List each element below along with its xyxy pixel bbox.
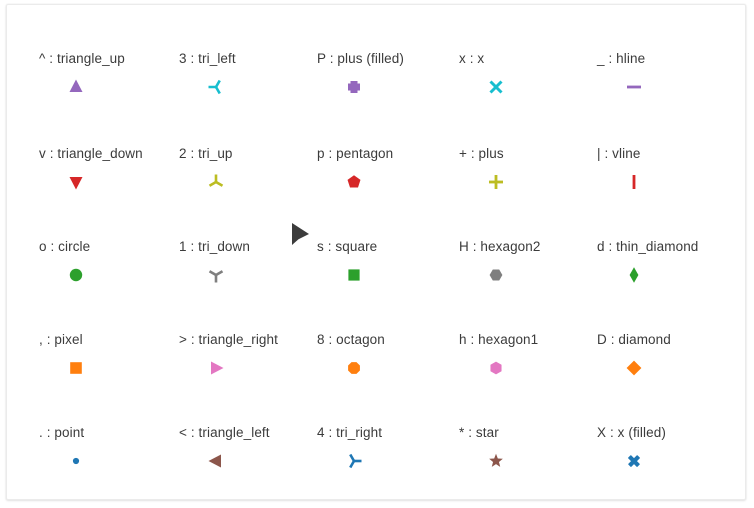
marker-glyph-pentagon-icon xyxy=(317,167,467,197)
marker-label: D : diamond xyxy=(597,332,671,347)
marker-cell-circle: o : circle xyxy=(39,239,189,290)
marker-grid: ^ : triangle_up 3 : tri_left P : plus (fil… xyxy=(7,5,745,499)
marker-glyph-triangle-right-icon xyxy=(179,353,329,383)
marker-label: _ : hline xyxy=(597,51,646,66)
marker-glyph-tri-up-icon xyxy=(179,167,329,197)
marker-label: v : triangle_down xyxy=(39,146,143,161)
marker-cell-octagon: 8 : octagon xyxy=(317,332,467,383)
marker-glyph-square-icon xyxy=(317,260,467,290)
marker-cell-triangle-left: < : triangle_left xyxy=(179,425,329,476)
marker-label: 3 : tri_left xyxy=(179,51,236,66)
marker-glyph-tri-right-icon xyxy=(317,446,467,476)
marker-cell-hexagon1: h : hexagon1 xyxy=(459,332,609,383)
marker-cell-star: * : star xyxy=(459,425,609,476)
marker-cell-plus: + : plus xyxy=(459,146,609,197)
marker-label: + : plus xyxy=(459,146,504,161)
marker-cell-plus-filled-: P : plus (filled) xyxy=(317,51,467,102)
marker-glyph-triangle-down-icon xyxy=(39,167,189,197)
marker-glyph-x-filled--icon xyxy=(597,446,745,476)
marker-label: , : pixel xyxy=(39,332,83,347)
marker-cell-tri-up: 2 : tri_up xyxy=(179,146,329,197)
marker-cell-triangle-right: > : triangle_right xyxy=(179,332,329,383)
marker-glyph-hexagon1-icon xyxy=(459,353,609,383)
marker-label: ^ : triangle_up xyxy=(39,51,125,66)
marker-glyph-thin-diamond-icon xyxy=(597,260,745,290)
marker-cell-tri-down: 1 : tri_down xyxy=(179,239,329,290)
marker-glyph-tri-left-icon xyxy=(179,72,329,102)
marker-glyph-vline-icon xyxy=(597,167,745,197)
marker-label: < : triangle_left xyxy=(179,425,270,440)
marker-label: 8 : octagon xyxy=(317,332,385,347)
marker-cell-square: s : square xyxy=(317,239,467,290)
marker-glyph-x-icon xyxy=(459,72,609,102)
marker-cell-triangle-up: ^ : triangle_up xyxy=(39,51,189,102)
marker-reference-figure: ^ : triangle_up 3 : tri_left P : plus (fil… xyxy=(6,4,746,500)
marker-cell-triangle-down: v : triangle_down xyxy=(39,146,189,197)
marker-label: p : pentagon xyxy=(317,146,394,161)
marker-cell-point: . : point xyxy=(39,425,189,476)
marker-label: . : point xyxy=(39,425,85,440)
marker-glyph-tri-down-icon xyxy=(179,260,329,290)
marker-cell-tri-right: 4 : tri_right xyxy=(317,425,467,476)
marker-glyph-octagon-icon xyxy=(317,353,467,383)
marker-glyph-plus-icon xyxy=(459,167,609,197)
marker-cell-pentagon: p : pentagon xyxy=(317,146,467,197)
marker-label: 4 : tri_right xyxy=(317,425,383,440)
marker-glyph-circle-icon xyxy=(39,260,189,290)
marker-label: > : triangle_right xyxy=(179,332,278,347)
marker-label: s : square xyxy=(317,239,378,254)
marker-glyph-diamond-icon xyxy=(597,353,745,383)
marker-glyph-triangle-left-icon xyxy=(179,446,329,476)
marker-label: x : x xyxy=(459,51,485,66)
marker-glyph-plus-filled--icon xyxy=(317,72,467,102)
marker-glyph-point-icon xyxy=(39,446,189,476)
marker-label: o : circle xyxy=(39,239,91,254)
marker-label: H : hexagon2 xyxy=(459,239,541,254)
marker-label: | : vline xyxy=(597,146,641,161)
marker-label: P : plus (filled) xyxy=(317,51,404,66)
marker-glyph-hline-icon xyxy=(597,72,745,102)
marker-glyph-hexagon2-icon xyxy=(459,260,609,290)
marker-label: * : star xyxy=(459,425,499,440)
marker-cell-vline: | : vline xyxy=(597,146,745,197)
marker-label: X : x (filled) xyxy=(597,425,666,440)
marker-cell-diamond: D : diamond xyxy=(597,332,745,383)
marker-cell-tri-left: 3 : tri_left xyxy=(179,51,329,102)
marker-glyph-triangle-up-icon xyxy=(39,72,189,102)
marker-label: 1 : tri_down xyxy=(179,239,250,254)
marker-cell-pixel: , : pixel xyxy=(39,332,189,383)
marker-cell-x: x : x xyxy=(459,51,609,102)
marker-cell-x-filled-: X : x (filled) xyxy=(597,425,745,476)
marker-cell-hexagon2: H : hexagon2 xyxy=(459,239,609,290)
marker-glyph-star-icon xyxy=(459,446,609,476)
marker-glyph-pixel-icon xyxy=(39,353,189,383)
marker-label: h : hexagon1 xyxy=(459,332,539,347)
marker-cell-thin-diamond: d : thin_diamond xyxy=(597,239,745,290)
marker-label: d : thin_diamond xyxy=(597,239,699,254)
marker-cell-hline: _ : hline xyxy=(597,51,745,102)
marker-label: 2 : tri_up xyxy=(179,146,233,161)
